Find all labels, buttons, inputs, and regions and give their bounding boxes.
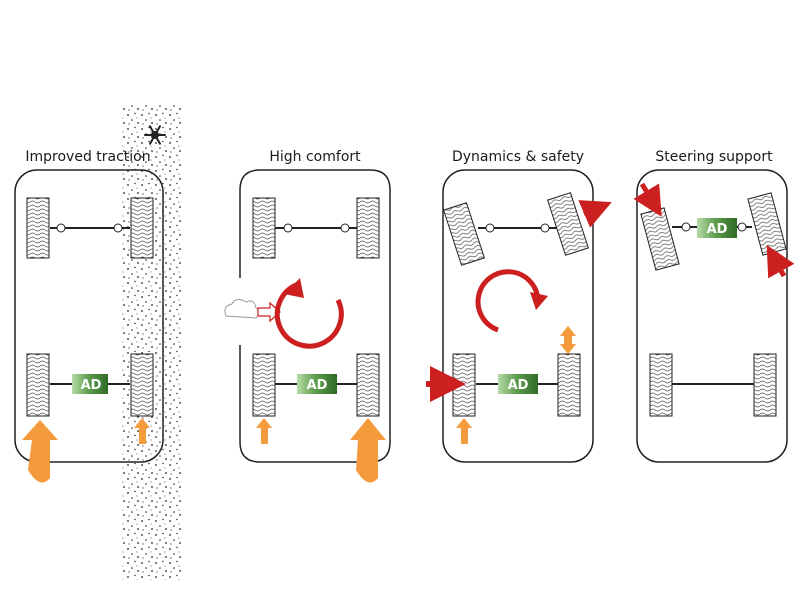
traction-arrow-large	[22, 420, 58, 483]
panel-dynamics-safety: AD	[426, 169, 612, 463]
joint	[56, 223, 66, 233]
vertical-arrow-orange	[560, 326, 576, 354]
tire	[557, 353, 581, 417]
tire	[252, 197, 276, 259]
tire	[26, 197, 50, 259]
panel-steering-support: AD	[633, 169, 795, 463]
tire	[546, 192, 590, 256]
steer-arrow	[633, 182, 662, 217]
panel-title-dynamics-safety: Dynamics & safety	[451, 149, 585, 165]
joint	[113, 223, 123, 233]
tire	[252, 353, 276, 417]
tire	[130, 353, 154, 417]
svg-text:AD: AD	[508, 378, 529, 393]
wind-cloud-icon	[224, 298, 281, 323]
comfort-arrow-small	[256, 418, 272, 444]
car-outline	[14, 169, 164, 463]
svg-text:AD: AD	[707, 222, 728, 237]
tire	[356, 197, 380, 259]
tire	[747, 192, 787, 256]
svg-text:AD: AD	[307, 378, 328, 393]
rotation-arrow-icon	[274, 282, 344, 349]
panel-title-high-comfort: High comfort	[269, 149, 361, 165]
panel-title-improved-traction: Improved traction	[25, 149, 151, 165]
panel-high-comfort: AD	[224, 169, 391, 483]
car-outline	[239, 169, 391, 463]
svg-text:AD: AD	[81, 378, 102, 393]
tire	[649, 353, 673, 417]
car-outline	[636, 169, 788, 463]
tire	[640, 207, 680, 271]
joint	[340, 223, 350, 233]
snowflake-icon	[144, 125, 166, 145]
ad-badge: AD	[297, 374, 337, 394]
tire	[356, 353, 380, 417]
steer-arrow	[578, 200, 612, 228]
comfort-arrow-large	[350, 418, 386, 483]
road-gravel-strip	[122, 105, 182, 580]
panel-improved-traction: AD	[14, 105, 182, 580]
steer-arrow	[766, 244, 795, 279]
joint	[283, 223, 293, 233]
ad-badge: AD	[498, 374, 538, 394]
traction-arrow-small	[134, 418, 150, 444]
rotation-arrow-head	[530, 292, 548, 310]
tire	[442, 202, 486, 266]
rotation-arrow-icon	[475, 269, 541, 333]
tire	[130, 197, 154, 259]
joint	[540, 223, 550, 233]
joint	[737, 222, 747, 232]
rotation-arrow-head	[284, 278, 304, 298]
tire	[753, 353, 777, 417]
joint	[681, 222, 691, 232]
dynamics-arrow-small	[456, 418, 472, 444]
car-outline	[442, 169, 594, 463]
ad-badge: AD	[72, 374, 108, 394]
tire	[452, 353, 476, 417]
panel-title-steering-support: Steering support	[655, 149, 773, 165]
joint	[485, 223, 495, 233]
tire	[26, 353, 50, 417]
ad-badge: AD	[697, 218, 737, 238]
